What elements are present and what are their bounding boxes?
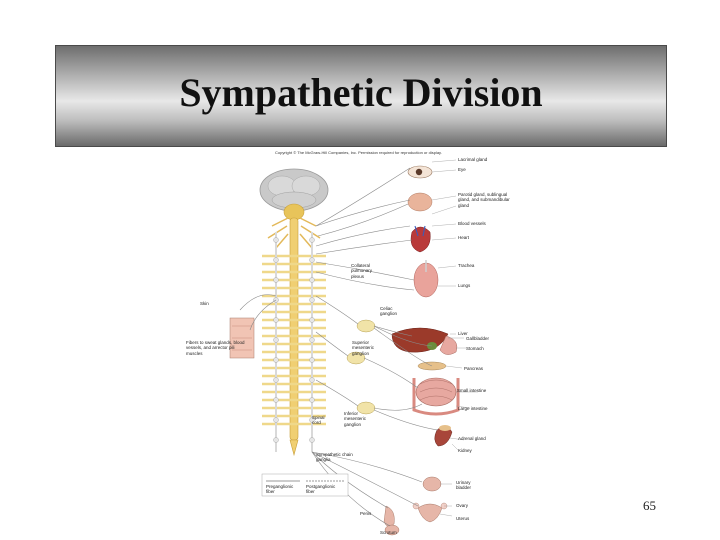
copyright-notice: Copyright © The McGraw-Hill Companies, I…: [275, 150, 442, 155]
nerve-fibers: [239, 167, 439, 527]
inferior-mesenteric-label: Inferior mesenteric ganglion: [344, 411, 367, 427]
sympathetic-chain-label: Sympathetic chain ganglia: [316, 452, 353, 463]
label-pointers: [431, 159, 478, 517]
gallbladder-label: Gallbladder: [466, 336, 490, 341]
stomach-label: Stomach: [466, 346, 484, 351]
large-intestine-label: Large intestine: [458, 406, 488, 411]
page-number: 65: [643, 498, 656, 513]
blood-vessels-label: Blood vessels: [458, 221, 486, 226]
uterus-label: Uterus: [456, 516, 470, 521]
trachea-label: Trachea: [458, 263, 475, 268]
brain-illustration: [259, 168, 329, 221]
fibers-label: Fibers to sweat glands, blood vessels, a…: [186, 340, 245, 356]
adrenal-gland-label: Adrenal gland: [458, 436, 486, 441]
spinal-nerves: [262, 254, 326, 426]
fiber-legend: [261, 473, 349, 497]
small-intestine-label: Small intestine: [457, 388, 487, 393]
celiac-ganglion-label: Celiac ganglion: [380, 306, 398, 317]
eye-label: Eye: [458, 167, 466, 172]
parotid-gland-label: Parotid gland, sublingual gland, and sub…: [458, 192, 510, 208]
preganglionic-fiber-label: Preganglionic fiber: [266, 484, 294, 495]
postganglionic-fiber-label: Postganglionic fiber: [306, 484, 336, 495]
urinary-bladder-label: Urinary bladder: [456, 480, 472, 491]
collateral-ganglia: [346, 319, 376, 415]
ovary-label: Ovary: [456, 503, 469, 508]
penis-label: Penis: [360, 511, 372, 516]
kidney-label: Kidney: [458, 448, 472, 453]
scrotum-label: Scrotum: [380, 530, 397, 535]
organ-illustrations: [229, 165, 460, 536]
liver-label: Liver: [458, 331, 468, 336]
title-bar: Sympathetic Division: [55, 45, 667, 147]
collateral-plexus-label: Collateral pulmonary plexus: [351, 263, 373, 279]
skin-label: Skin: [200, 301, 209, 306]
slide-title: Sympathetic Division: [179, 70, 543, 115]
lacrimal-gland-label: Lacrimal gland: [458, 157, 488, 162]
lungs-label: Lungs: [458, 283, 471, 288]
spinal-cord-label: Spinal cord: [312, 415, 325, 426]
superior-mesenteric-label: Superior mesenteric ganglion: [352, 340, 375, 356]
heart-label: Heart: [458, 235, 470, 240]
pancreas-label: Pancreas: [464, 366, 484, 371]
